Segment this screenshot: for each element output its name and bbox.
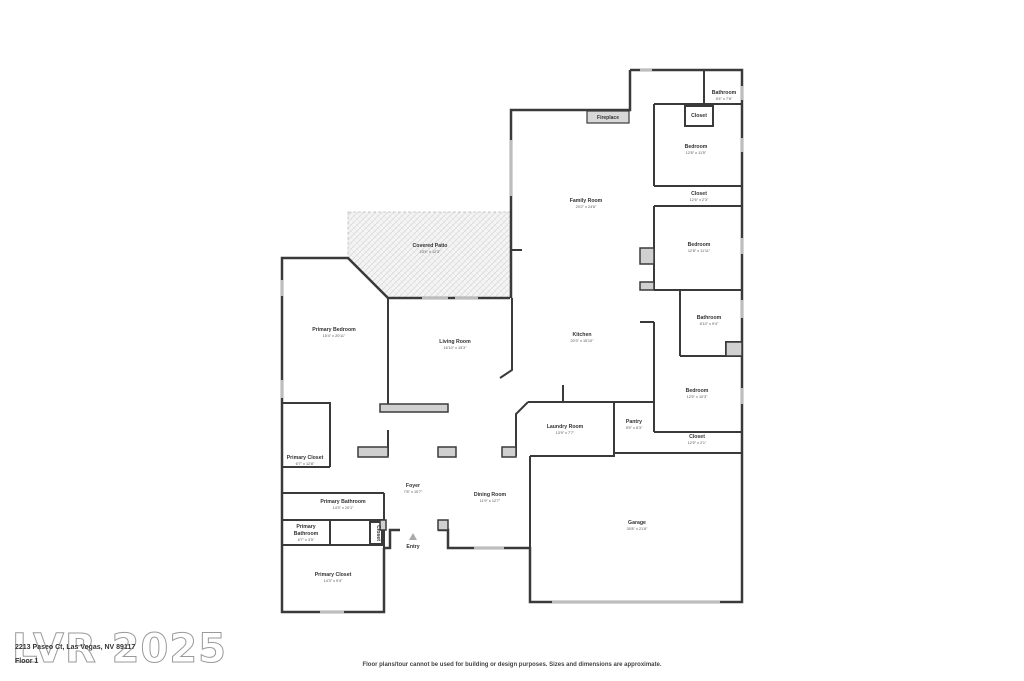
room-dim-garage: 30'8" x 21'8" bbox=[627, 527, 648, 531]
room-dim-pantry: 5'5" x 6'3" bbox=[626, 426, 643, 430]
room-dim-closet-3: 12'5" x 2'1" bbox=[688, 441, 707, 445]
room-label-bedroom-3: Bedroom bbox=[686, 388, 709, 394]
room-dim-closet-2: 12'6" x 2'3" bbox=[690, 198, 709, 202]
room-dim-bedroom-2: 12'8" x 11'11" bbox=[688, 249, 711, 253]
room-label-bathroom-top: Bathroom bbox=[712, 90, 737, 96]
room-dim-primary-bathroom-2: 6'7" x 3'5" bbox=[298, 538, 315, 542]
room-dim-bedroom-3: 12'5" x 10'3" bbox=[687, 395, 708, 399]
footer-floor: Floor 1 bbox=[15, 658, 39, 665]
room-dim-bathroom-mid: 8'10" x 9'4" bbox=[700, 322, 719, 326]
room-label-kitchen: Kitchen bbox=[572, 332, 591, 338]
room-dim-family-room: 20'2" x 24'6" bbox=[576, 205, 597, 209]
room-dim-foyer: 7'8" x 10'7" bbox=[404, 490, 423, 494]
room-label-closet-2: Closet bbox=[691, 191, 707, 197]
room-label-laundry-room: Laundry Room bbox=[547, 424, 584, 430]
room-dim-primary-closet-2: 14'3" x 9'4" bbox=[324, 579, 343, 583]
entry-marker: Entry bbox=[406, 533, 420, 550]
room-label-garage: Garage bbox=[628, 520, 646, 526]
room-label-bathroom-mid: Bathroom bbox=[697, 315, 722, 321]
room-labels: Bathroom 5'4" x 7'8" Closet Bedroom 12'8… bbox=[287, 90, 737, 583]
fireplace-label: Fireplace bbox=[597, 115, 619, 121]
room-label-family-room: Family Room bbox=[570, 198, 603, 204]
wall-blocks bbox=[357, 247, 743, 531]
entry-label: Entry bbox=[406, 544, 419, 550]
room-label-dining-room: Dining Room bbox=[474, 492, 507, 498]
room-dim-primary-closet-1: 6'7" x 12'8" bbox=[296, 462, 315, 466]
room-dim-primary-bedroom: 15'4" x 20'11" bbox=[323, 334, 346, 338]
room-label-closet-small: Closet bbox=[375, 525, 381, 541]
room-dim-living-room: 16'10" x 15'3" bbox=[444, 346, 468, 350]
room-label-closet-3: Closet bbox=[689, 434, 705, 440]
room-dim-bathroom-top: 5'4" x 7'8" bbox=[716, 97, 733, 101]
watermark: LVR 2025 bbox=[12, 626, 227, 673]
room-label-primary-closet-2: Primary Closet bbox=[315, 572, 352, 578]
entry-arrow-icon bbox=[409, 533, 417, 540]
windows bbox=[280, 68, 744, 614]
room-dim-kitchen: 20'3" x 15'10" bbox=[571, 339, 595, 343]
room-label-bedroom-1: Bedroom bbox=[685, 144, 708, 150]
room-label-primary-bedroom: Primary Bedroom bbox=[312, 327, 356, 333]
room-label-bedroom-2: Bedroom bbox=[688, 242, 711, 248]
room-label-primary-bathroom-2-line1: Primary bbox=[296, 524, 315, 530]
room-label-living-room: Living Room bbox=[439, 339, 471, 345]
interior-walls bbox=[282, 70, 743, 548]
fireplace: Fireplace bbox=[586, 110, 630, 124]
footer-disclaimer: Floor plans/tour cannot be used for buil… bbox=[362, 662, 662, 668]
room-dim-dining-room: 11'9" x 12'7" bbox=[480, 499, 501, 503]
room-dim-laundry-room: 13'9" x 7'7" bbox=[556, 431, 575, 435]
room-dim-primary-bathroom-1: 14'3" x 20'1" bbox=[333, 506, 354, 510]
room-dim-bedroom-1: 12'8" x 11'5" bbox=[686, 151, 707, 155]
room-label-covered-patio: Covered Patio bbox=[413, 243, 448, 249]
room-dim-covered-patio: 23'4" x 12'3" bbox=[420, 250, 441, 254]
room-label-primary-bathroom-1: Primary Bathroom bbox=[320, 499, 366, 505]
room-label-closet-top: Closet bbox=[691, 113, 707, 119]
footer-address: 2213 Paseo Ct, Las Vegas, NV 89117 bbox=[15, 644, 136, 651]
room-label-primary-closet-1: Primary Closet bbox=[287, 455, 324, 461]
room-label-primary-bathroom-2-line2: Bathroom bbox=[294, 531, 319, 537]
room-label-foyer: Foyer bbox=[406, 483, 420, 489]
covered-patio-area bbox=[347, 211, 511, 299]
room-label-pantry: Pantry bbox=[626, 419, 642, 425]
